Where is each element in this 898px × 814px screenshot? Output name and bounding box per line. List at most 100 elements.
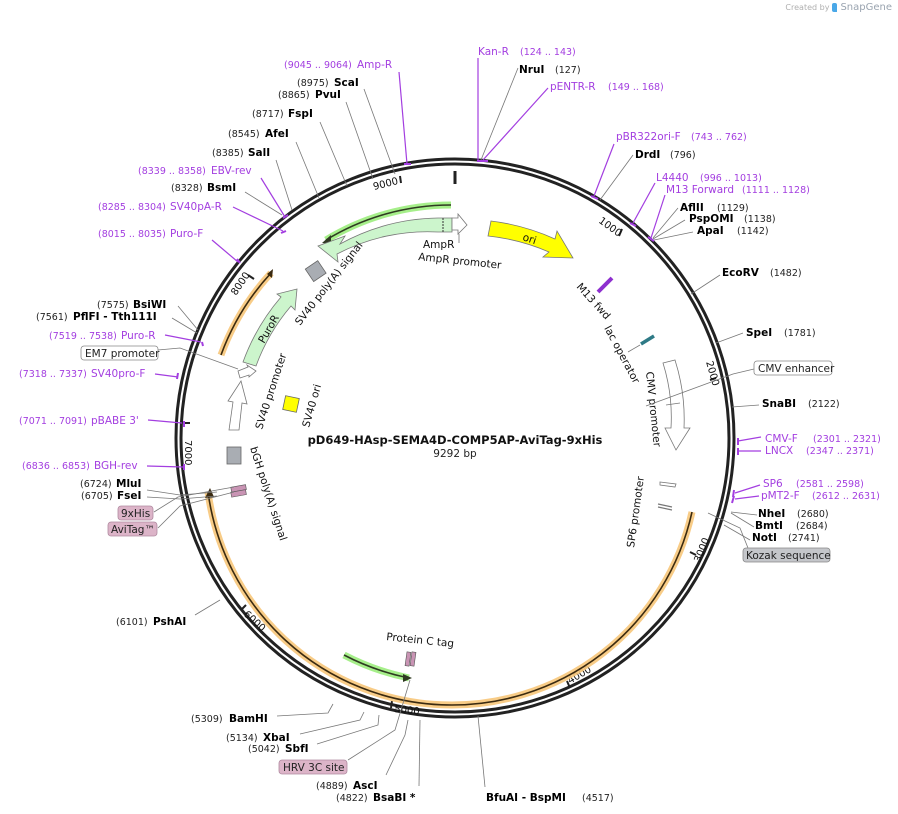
feature-puror: PuroR (242, 288, 298, 367)
enzyme-sali[interactable]: SalI (248, 147, 270, 159)
svg-text:(8015 .. 8035): (8015 .. 8035) (98, 229, 166, 240)
primer-puro-r[interactable]: Puro-R (121, 330, 156, 342)
snapgene-logo-icon (832, 3, 838, 12)
plasmid-name: pD649-HAsp-SEMA4D-COMP5AP-AviTag-9xHis (308, 433, 603, 447)
enzyme-fsei[interactable]: FseI (117, 490, 141, 502)
enzyme-labels-left: MluI (6724) FseI (6705) PflFI - Tth111I … (36, 299, 218, 502)
svg-text:(796): (796) (670, 150, 696, 161)
svg-text:(2301 .. 2321): (2301 .. 2321) (813, 434, 881, 445)
svg-text:(6101): (6101) (116, 617, 148, 628)
tick-9000: 9000 (372, 176, 399, 193)
primer-bgh-rev[interactable]: BGH-rev (94, 460, 138, 472)
label-ampr: AmpR (423, 239, 454, 251)
enzyme-bsiwi[interactable]: BsiWI (133, 299, 166, 311)
svg-text:(8975): (8975) (297, 78, 329, 89)
enzyme-pflfi-tth111i[interactable]: PflFI - Tth111I (73, 311, 157, 323)
tick-7000: 7000 (182, 440, 193, 465)
feature-cmv-promoter: CMV promoter (643, 359, 691, 451)
enzyme-snabi[interactable]: SnaBI (762, 398, 796, 410)
enzyme-bfuai-bspmi[interactable]: BfuAI - BspMI (486, 792, 566, 804)
enzyme-bsmi[interactable]: BsmI (207, 182, 236, 194)
svg-text:(8717): (8717) (252, 109, 284, 120)
primer-l4440[interactable]: L4440 (656, 172, 689, 184)
primer-ebv-rev[interactable]: EBV-rev (211, 165, 252, 177)
enzyme-labels-right: NruI (127) DrdI (796) AflII (1129) PspOM… (480, 64, 840, 544)
enzyme-mlui[interactable]: MluI (116, 478, 141, 490)
enzyme-sbfi[interactable]: SbfI (285, 743, 309, 755)
primer-kan-r[interactable]: Kan-R (478, 46, 509, 58)
label-avitag[interactable]: AviTag™ (111, 524, 155, 536)
enzyme-bamhi[interactable]: BamHI (229, 713, 268, 725)
enzyme-spei[interactable]: SpeI (746, 327, 772, 339)
primer-pentr-r[interactable]: pENTR-R (550, 81, 596, 93)
label-em7-promoter[interactable]: EM7 promoter (85, 348, 160, 360)
primer-m13-forward[interactable]: M13 Forward (666, 184, 734, 196)
enzyme-nhei[interactable]: NheI (758, 508, 785, 520)
svg-text:(7318 .. 7337): (7318 .. 7337) (19, 369, 87, 380)
enzyme-nrui[interactable]: NruI (519, 64, 544, 76)
tick-5000: 5000 (394, 704, 420, 718)
enzyme-bmti[interactable]: BmtI (755, 520, 783, 532)
label-9xhis[interactable]: 9xHis (121, 508, 150, 520)
feature-m13-fwd: M13 fwd (574, 276, 614, 322)
svg-text:(8328): (8328) (171, 183, 203, 194)
primer-sv40pa-r[interactable]: SV40pA-R (170, 201, 222, 213)
primer-pmt2-f[interactable]: pMT2-F (761, 490, 800, 502)
enzyme-pspomi[interactable]: PspOMI (689, 213, 734, 225)
boxed-labels: CMV enhancer Kozak sequence HRV 3C site … (80, 345, 835, 775)
enzyme-scai[interactable]: ScaI (334, 77, 359, 89)
svg-text:(1129): (1129) (717, 203, 749, 214)
svg-text:(7071 .. 7091): (7071 .. 7091) (19, 416, 87, 427)
svg-text:(2347 .. 2371): (2347 .. 2371) (806, 446, 874, 457)
enzyme-bsabi[interactable]: BsaBI * (373, 792, 416, 804)
primer-puro-f[interactable]: Puro-F (170, 228, 203, 240)
enzyme-pshai[interactable]: PshAI (153, 616, 186, 628)
primer-amp-r[interactable]: Amp-R (357, 59, 392, 71)
enzyme-drdi[interactable]: DrdI (635, 149, 660, 161)
label-kozak-sequence[interactable]: Kozak sequence (746, 550, 831, 562)
label-cmv-enhancer[interactable]: CMV enhancer (758, 363, 835, 375)
primer-pbr322ori-f[interactable]: pBR322ori-F (616, 131, 681, 143)
label-cmv-promoter: CMV promoter (643, 371, 663, 448)
enzyme-afei[interactable]: AfeI (265, 128, 289, 140)
enzyme-asci[interactable]: AscI (353, 780, 378, 792)
svg-text:(7561): (7561) (36, 312, 68, 323)
svg-text:(4889): (4889) (316, 781, 348, 792)
feature-sv40-promoter: SV40 promoter (227, 351, 290, 431)
enzyme-xbai[interactable]: XbaI (263, 732, 290, 744)
enzyme-aflii[interactable]: AflII (680, 202, 704, 214)
label-protein-c-tag: Protein C tag (386, 631, 455, 650)
svg-text:(1138): (1138) (744, 214, 776, 225)
enzyme-ecorv[interactable]: EcoRV (722, 267, 760, 279)
svg-text:(8865): (8865) (278, 90, 310, 101)
svg-text:(6705): (6705) (81, 491, 113, 502)
svg-text:(8285 .. 8304): (8285 .. 8304) (98, 202, 166, 213)
feature-em7-arrow (237, 363, 257, 379)
label-m13-fwd: M13 fwd (574, 281, 613, 322)
svg-text:(996 .. 1013): (996 .. 1013) (700, 173, 762, 184)
primer-pbabe-3[interactable]: pBABE 3' (91, 415, 139, 427)
svg-text:(2741): (2741) (788, 533, 820, 544)
enzyme-noti[interactable]: NotI (752, 532, 777, 544)
primer-sp6[interactable]: SP6 (763, 478, 783, 490)
primer-labels: Kan-R (124 .. 143) pENTR-R (149 .. 168) … (19, 46, 881, 504)
credit-prefix: Created by (785, 3, 830, 12)
feature-protein-c-tag: Protein C tag (386, 631, 455, 667)
svg-text:(2684): (2684) (796, 521, 828, 532)
svg-text:(8385): (8385) (212, 148, 244, 159)
primer-sv40pro-f[interactable]: SV40pro-F (91, 368, 145, 380)
svg-text:(6836 .. 6853): (6836 .. 6853) (22, 461, 90, 472)
svg-text:(1111 .. 1128): (1111 .. 1128) (742, 185, 810, 196)
label-bgh-polya: bGH poly(A) signal (247, 445, 289, 542)
enzyme-apai[interactable]: ApaI (697, 225, 724, 237)
primer-lncx[interactable]: LNCX (765, 445, 793, 457)
svg-text:(9045 .. 9064): (9045 .. 9064) (284, 60, 352, 71)
enzyme-labels-bottom: BfuAI - BspMI (4517) BsaBI * (4822) AscI… (116, 599, 614, 804)
enzyme-pvui[interactable]: PvuI (315, 89, 341, 101)
svg-text:(127): (127) (555, 65, 581, 76)
primer-cmv-f[interactable]: CMV-F (765, 433, 798, 445)
svg-text:(5134): (5134) (226, 733, 258, 744)
enzyme-fspi[interactable]: FspI (288, 108, 313, 120)
svg-text:(2122): (2122) (808, 399, 840, 410)
label-hrv-3c-site[interactable]: HRV 3C site (283, 762, 344, 774)
